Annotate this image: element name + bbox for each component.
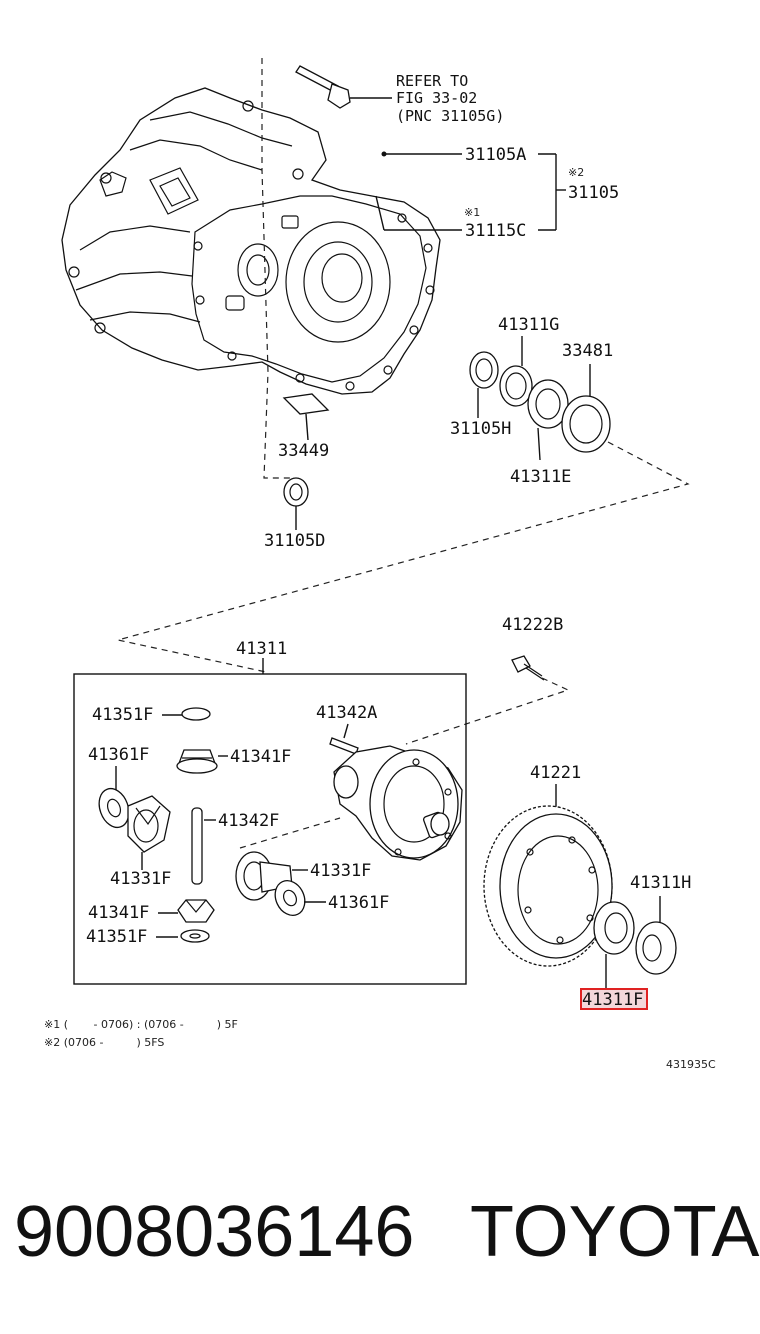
label-31105A: 31105A (465, 145, 526, 165)
part-41342F: 41342F (191, 807, 279, 885)
differential-assembly-box (73, 673, 467, 985)
label-41351F-b: 41351F (86, 927, 147, 947)
part-41341F-top: 41341F (176, 747, 291, 774)
part-41342A: 41342A (316, 703, 377, 755)
label-41351F-a: 41351F (92, 705, 153, 725)
part-41361F-left: 41361F (88, 745, 149, 829)
label-41361F-a: 41361F (88, 745, 149, 765)
part-41311H: 41311H (630, 873, 691, 975)
note-1: ※1 ( - 0706) : (0706 - ) 5F (44, 1018, 238, 1031)
part-41221-ring-gear: 41221 (483, 763, 613, 967)
label-41342A: 41342A (316, 703, 377, 723)
label-41331F-a: 41331F (110, 869, 171, 889)
mark-1: ※1 (464, 206, 480, 219)
label-41222B: 41222B (502, 615, 563, 635)
label-31105: 31105 (568, 183, 619, 203)
bolt-refer-group: REFER TO FIG 33-02 (PNC 31105G) (295, 65, 504, 125)
label-41341F-b: 41341F (88, 903, 149, 923)
label-31105H: 31105H (450, 419, 511, 439)
refer-line-3: (PNC 31105G) (396, 107, 504, 125)
highlight-41311F (580, 988, 648, 1010)
note-2: ※2 (0706 - ) 5FS (44, 1036, 164, 1049)
refer-line-1: REFER TO (396, 72, 468, 90)
footer-brand: TOYOTA (470, 1192, 759, 1272)
part-41331F-left: 41331F (110, 795, 171, 889)
label-33449: 33449 (278, 441, 329, 461)
mark-2: ※2 (568, 166, 584, 179)
part-41222B: 41222B (405, 615, 570, 745)
label-41311H: 41311H (630, 873, 691, 893)
refer-line-2: FIG 33-02 (396, 89, 477, 107)
part-41341F-bottom: 41341F (88, 899, 215, 923)
label-41221: 41221 (530, 763, 581, 783)
label-31115C: 31115C (465, 221, 526, 241)
label-41311G: 41311G (498, 315, 559, 335)
label-41311: 41311 (236, 639, 287, 659)
label-41342F: 41342F (218, 811, 279, 831)
part-41351F-top: 41351F (92, 705, 211, 725)
part-41361F-right: 41361F (274, 879, 389, 917)
figure-code: 431935C (666, 1058, 716, 1071)
label-41311E: 41311E (510, 467, 571, 487)
label-41331F-b: 41331F (310, 861, 371, 881)
bearing-group-right: 31105H 41311G 41311E 33481 (450, 315, 613, 487)
differential-case (333, 745, 463, 861)
part-41311F-bearing: 41311F (580, 901, 648, 1010)
transaxle-case-drawing (61, 87, 441, 395)
label-33481: 33481 (562, 341, 613, 361)
part-41351F-bottom: 41351F (86, 927, 210, 947)
case-callouts: 31105A ※2 31105 ※1 31115C (375, 145, 619, 241)
part-41331F-right: 41331F (235, 851, 371, 901)
label-41311F[interactable]: 41311F (582, 990, 643, 1010)
part-33449: 33449 (278, 393, 330, 461)
footer-part-number: 9008036146 (14, 1192, 414, 1272)
part-31105D: 31105D (264, 477, 325, 551)
label-41361F-b: 41361F (328, 893, 389, 913)
label-41341F-a: 41341F (230, 747, 291, 767)
label-31105D: 31105D (264, 531, 325, 551)
